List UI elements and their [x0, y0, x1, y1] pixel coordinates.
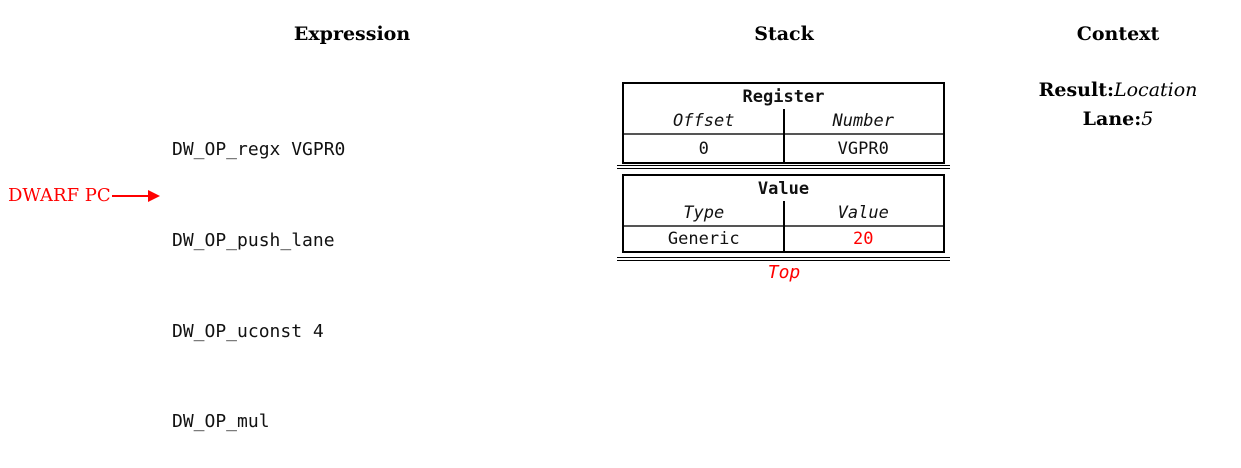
stack-entry-label-row: Offset Number: [624, 109, 943, 133]
column-divider: [782, 109, 785, 162]
expression-item: DW_OP_mul: [172, 411, 270, 433]
expression-item: DW_OP_push_lane: [172, 230, 335, 252]
value-value: 20: [853, 229, 874, 249]
stack-slot-separator: [617, 257, 950, 261]
context-column-title: Context: [1076, 23, 1160, 45]
lane-value: 5: [1141, 108, 1154, 130]
context-field-result: Result:Location: [1039, 79, 1198, 101]
type-value: Generic: [667, 229, 740, 249]
context-field-lane: Lane:5: [1083, 108, 1154, 130]
column-divider: [782, 201, 785, 251]
offset-column-label: Offset: [673, 111, 735, 131]
number-value: VGPR0: [837, 138, 889, 159]
number-column-label: Number: [832, 111, 894, 131]
stack-entry-label-row: Type Value: [624, 201, 943, 225]
lane-label: Lane:: [1082, 108, 1142, 130]
expression-item: DW_OP_uconst 4: [172, 320, 324, 342]
expression-list: DW_OP_regx VGPR0 DW_OP_push_lane DW_OP_u…: [172, 75, 345, 468]
dwarf-pc-marker: DWARF PC: [8, 185, 160, 206]
expression-column-title: Expression: [293, 23, 411, 45]
stack-slot-separator: [617, 165, 950, 169]
stack-entry-title: Value: [757, 178, 810, 199]
value-column-label: Value: [837, 203, 889, 223]
expression-item: DW_OP_regx VGPR0: [172, 139, 346, 161]
stack-top-label: Top: [767, 262, 801, 283]
stack-entry-register: Register Offset Number 0 VGPR0: [622, 82, 945, 164]
dwarf-pc-label: DWARF PC: [8, 185, 111, 206]
offset-value: 0: [698, 138, 709, 159]
stack-entry-value-row: 0 VGPR0: [624, 135, 943, 162]
result-value: Location: [1113, 79, 1198, 101]
stack-entry-value: Value Type Value Generic 20: [622, 174, 945, 253]
stack-entry-value-row: Generic 20: [624, 227, 943, 251]
type-column-label: Type: [683, 203, 725, 223]
stack-entry-title: Register: [742, 86, 825, 107]
arrow-head-icon: [147, 189, 160, 202]
arrow-right-icon: [111, 194, 148, 197]
stack-column-title: Stack: [754, 23, 814, 45]
result-label: Result:: [1038, 79, 1114, 101]
